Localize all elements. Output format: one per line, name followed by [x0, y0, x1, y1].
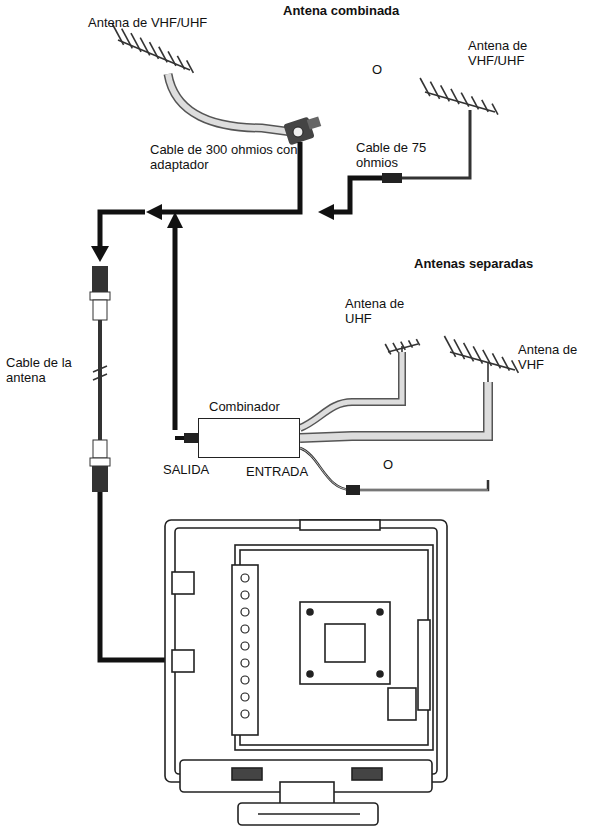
av-jack: [241, 625, 249, 633]
antenna-element: [168, 51, 176, 66]
av-jack: [241, 659, 249, 667]
antenna-cable: [90, 266, 110, 492]
av-jack: [241, 693, 249, 701]
output-jack: [184, 433, 198, 443]
antenna-element: [472, 96, 479, 109]
antenna-element: [187, 60, 194, 72]
antenna-element: [473, 346, 482, 363]
antenna-element: [393, 343, 398, 352]
av-jack: [241, 591, 249, 599]
antenna-element: [492, 353, 500, 368]
antenna-element: [482, 100, 488, 112]
antenna-label: Antena de VHF/UHF: [88, 15, 207, 30]
av-jack: [241, 574, 249, 582]
antenna-element: [150, 42, 159, 59]
antenna-element: [444, 336, 455, 357]
or-label: O: [383, 457, 393, 472]
antenna-element: [159, 47, 167, 63]
section-heading: Antenas separadas: [414, 256, 533, 271]
av-jack: [241, 608, 249, 616]
or-label: O: [372, 62, 382, 77]
antenna-element: [483, 350, 492, 366]
antenna-element: [512, 360, 519, 372]
antenna-element: [409, 340, 413, 347]
antenna-element: [131, 33, 141, 52]
av-jack: [241, 676, 249, 684]
tv-back: [165, 520, 447, 825]
antenna-boom: [425, 92, 495, 112]
cable-label: Cable de la antena: [6, 355, 86, 385]
antenna-element: [430, 82, 439, 99]
antenna-cables: [175, 352, 488, 495]
antenna-boom: [450, 352, 515, 370]
adapter: [283, 116, 321, 145]
cable-label: Cable de 75 ohmios: [356, 140, 446, 170]
antenna-element: [140, 38, 150, 56]
av-jack: [241, 642, 249, 650]
cable-label: Cable de 300 ohmios con adaptador: [150, 142, 300, 172]
antenna-element: [177, 56, 184, 70]
coax-plug: [382, 173, 402, 183]
antenna-element: [454, 339, 465, 359]
section-heading: Antena combinada: [283, 3, 399, 18]
antenna-boom: [118, 40, 190, 70]
av-jack: [241, 710, 249, 718]
antenna-element: [385, 344, 391, 354]
antenna-element: [451, 89, 459, 104]
antenna-element: [420, 78, 430, 96]
antenna-element: [441, 85, 450, 101]
antenna-label: Antena de VHF: [518, 342, 588, 372]
antenna-element: [122, 29, 133, 49]
antenna-label: Antena de VHF/UHF: [468, 38, 578, 68]
combiner-box: Combinador: [198, 418, 300, 458]
box-heading: Combinador: [209, 399, 280, 414]
antenna-element: [492, 104, 498, 115]
antenna-element: [502, 357, 509, 371]
antenna-element: [464, 343, 474, 361]
port-label: ENTRADA: [246, 464, 308, 479]
antenna-label: Antena de UHF: [345, 296, 425, 326]
antenna-element: [461, 93, 469, 107]
port-label: SALIDA: [163, 462, 209, 477]
antenna-element: [416, 339, 419, 345]
ribbon-cable: [168, 74, 292, 132]
